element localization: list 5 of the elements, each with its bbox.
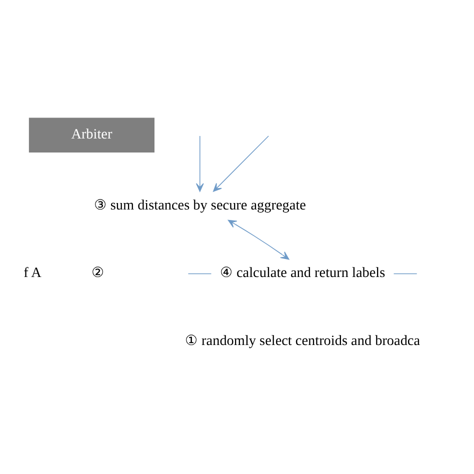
label: f A [24,265,42,282]
node-text: ④ calculate and return labels [220,265,386,282]
node-text: ③ sum distances by secure aggregate [94,197,306,214]
label: ① randomly select centroids and broadca [185,333,420,350]
label: ② [92,265,105,282]
